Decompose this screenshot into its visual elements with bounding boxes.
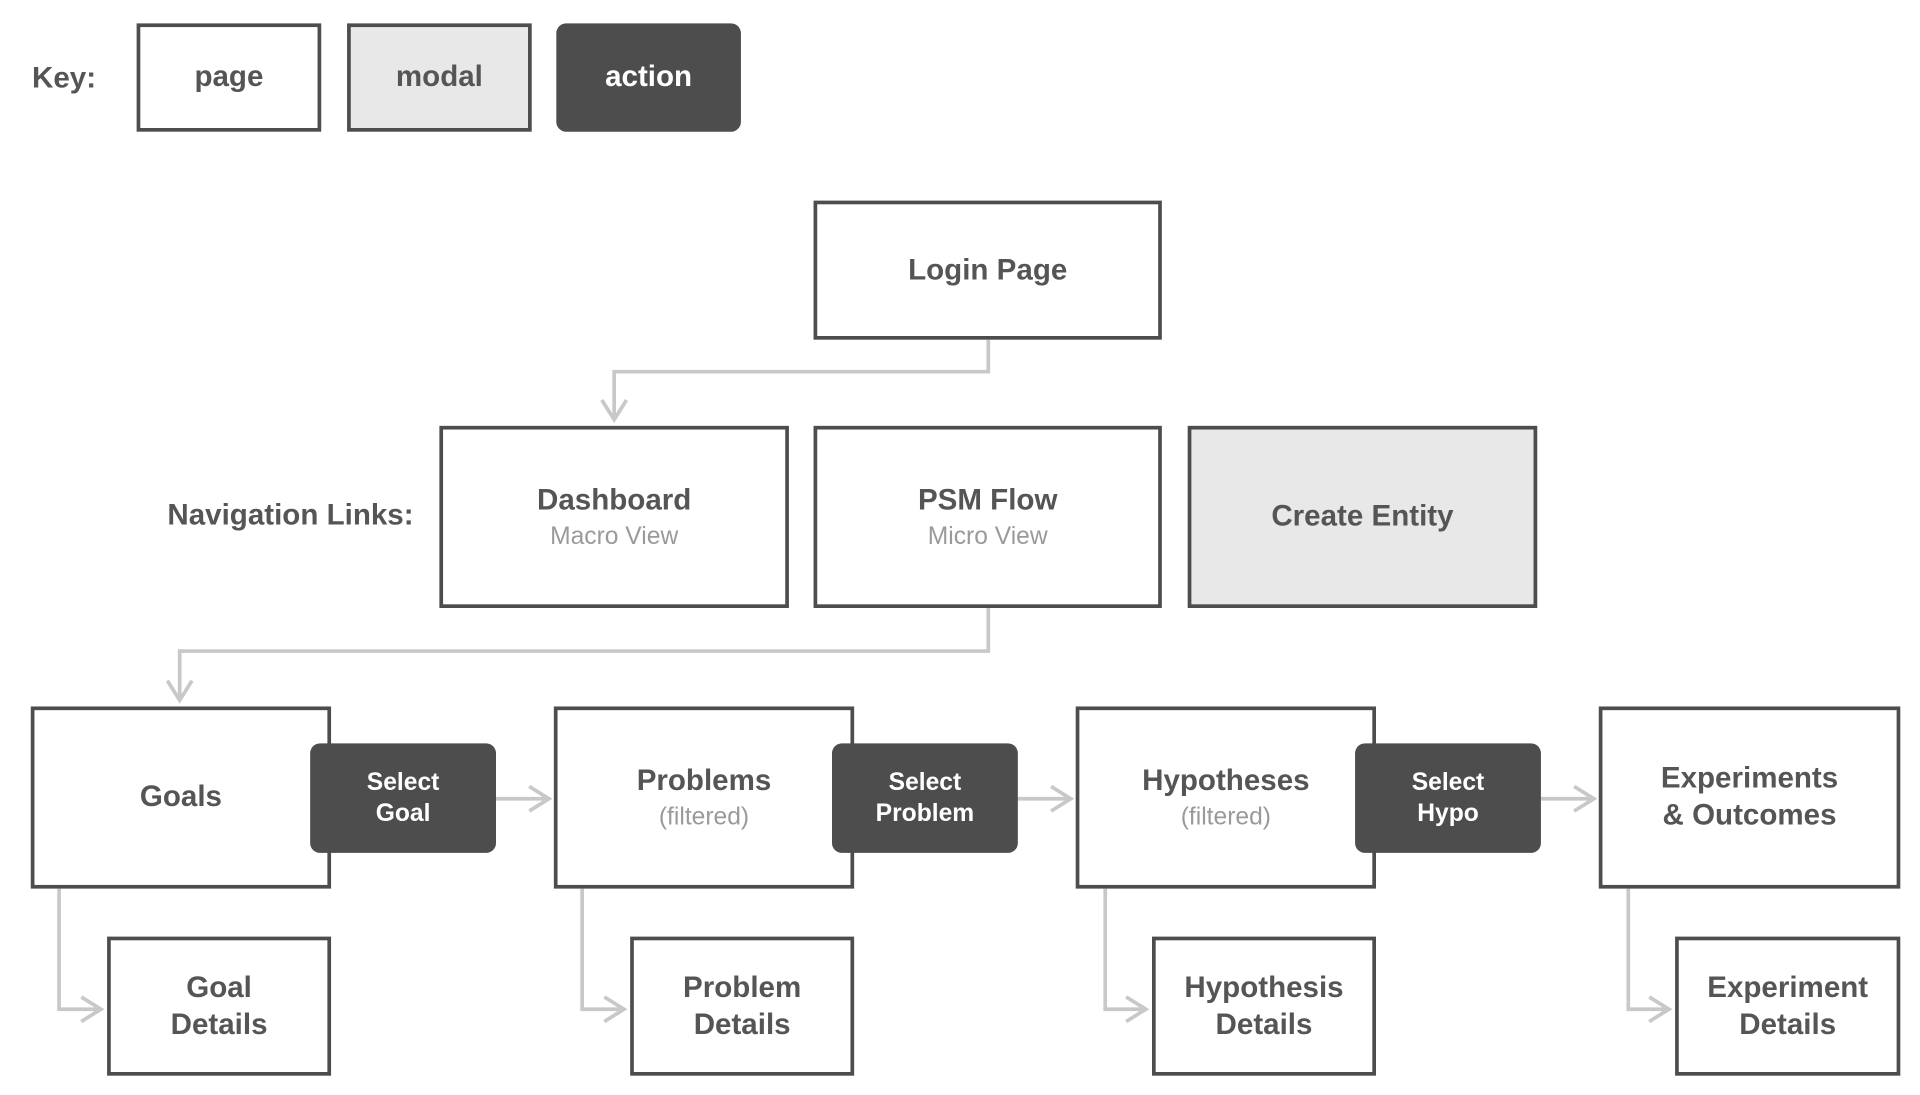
arrowhead-problem-details (603, 995, 628, 1024)
hypothesis-details-title: Hypothesis Details (1184, 970, 1344, 1041)
arrowhead-experiment-details (1648, 995, 1673, 1024)
hypotheses-box[interactable]: Hypotheses (filtered) (1075, 706, 1376, 889)
login-page-box[interactable]: Login Page (813, 200, 1162, 340)
create-entity-box[interactable]: Create Entity (1187, 425, 1538, 608)
problem-details-box[interactable]: Problem Details (630, 936, 855, 1076)
hypothesis-details-box[interactable]: Hypothesis Details (1152, 936, 1376, 1076)
hypotheses-subtitle: (filtered) (1180, 803, 1271, 831)
arrowhead-goal-details (80, 995, 105, 1024)
select-problem-button[interactable]: Select Problem (832, 743, 1018, 853)
select-hypo-label: Select Hypo (1411, 768, 1485, 827)
problems-box[interactable]: Problems (filtered) (553, 706, 855, 889)
dashboard-box[interactable]: Dashboard Macro View (439, 425, 789, 608)
key-page-box: page (136, 23, 322, 132)
psm-flow-box[interactable]: PSM Flow Micro View (813, 425, 1162, 608)
connector-problems-to-details (580, 888, 625, 1012)
select-hypo-button[interactable]: Select Hypo (1355, 743, 1541, 853)
key-label: Key: (32, 61, 97, 95)
goal-details-box[interactable]: Goal Details (107, 936, 332, 1076)
problems-title: Problems (636, 764, 772, 798)
psm-flow-title: PSM Flow (917, 483, 1058, 517)
psm-flow-subtitle: Micro View (927, 523, 1048, 551)
key-modal-label: modal (395, 60, 483, 94)
select-goal-label: Select Goal (366, 768, 440, 827)
dashboard-title: Dashboard (537, 483, 692, 517)
connector-goals-to-details (57, 888, 101, 1012)
connector-psm-to-goals (177, 608, 991, 701)
experiment-details-box[interactable]: Experiment Details (1675, 936, 1901, 1076)
key-page-label: page (194, 60, 264, 94)
create-entity-title: Create Entity (1271, 499, 1454, 533)
dashboard-subtitle: Macro View (550, 523, 679, 551)
hypotheses-title: Hypotheses (1142, 764, 1310, 798)
goals-box[interactable]: Goals (30, 706, 332, 889)
key-modal-box: modal (347, 23, 532, 132)
connector-login-to-dashboard (612, 339, 991, 420)
connector-experiments-to-details (1626, 888, 1669, 1012)
key-action-box: action (556, 23, 741, 132)
connector-hypotheses-to-details (1103, 888, 1146, 1012)
problem-details-title: Problem Details (683, 970, 802, 1041)
navigation-links-label: Navigation Links: (167, 498, 414, 532)
key-action-label: action (605, 60, 693, 94)
experiments-outcomes-title: Experiments & Outcomes (1660, 761, 1839, 833)
arrowhead-dashboard (600, 399, 629, 424)
arrowhead-hypothesis-details (1125, 995, 1150, 1024)
problems-subtitle: (filtered) (658, 803, 750, 831)
login-page-title: Login Page (908, 252, 1068, 287)
arrowhead-goals (165, 679, 194, 704)
goal-details-title: Goal Details (170, 970, 268, 1041)
experiment-details-title: Experiment Details (1707, 970, 1869, 1041)
arrowhead-hypotheses (1050, 784, 1075, 813)
select-goal-button[interactable]: Select Goal (310, 743, 497, 853)
arrowhead-problems (528, 784, 553, 813)
arrowhead-experiments (1573, 784, 1598, 813)
select-problem-label: Select Problem (875, 768, 975, 827)
experiments-outcomes-box[interactable]: Experiments & Outcomes (1598, 706, 1901, 889)
goals-title: Goals (139, 780, 222, 814)
